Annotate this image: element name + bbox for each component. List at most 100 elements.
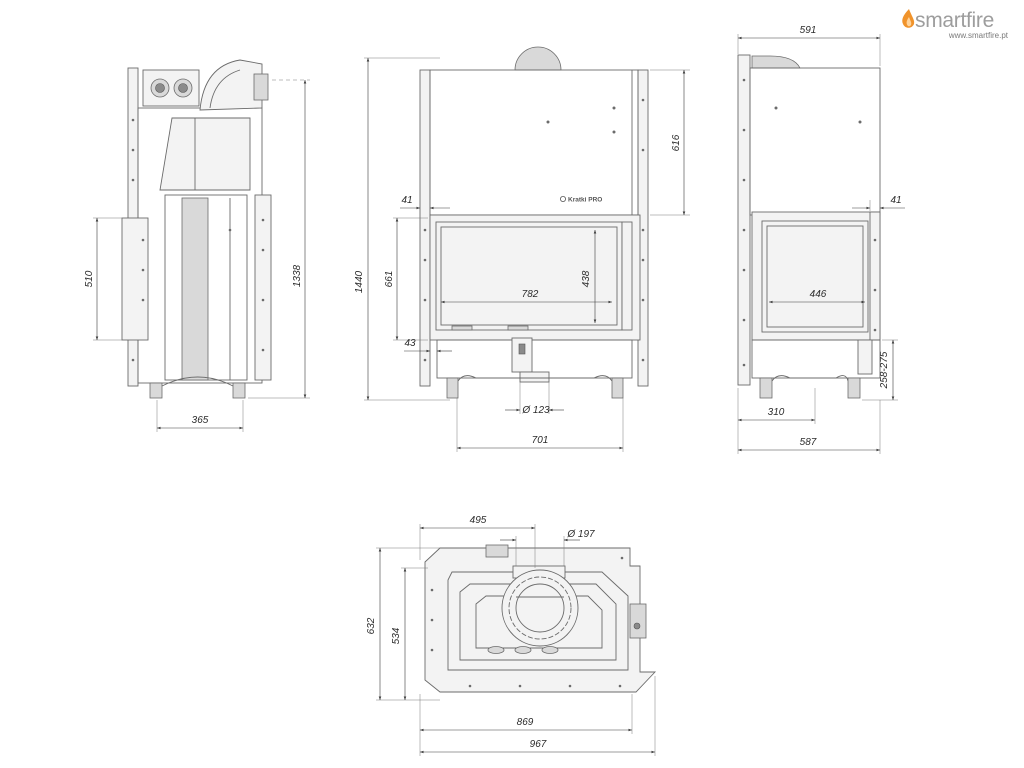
dim-top-total-depth-label: 632 bbox=[366, 617, 377, 634]
side-curved-duct bbox=[199, 59, 263, 111]
top-air-inlet-1 bbox=[487, 646, 505, 654]
front-door-bottom-rail-2 bbox=[507, 325, 529, 331]
flame-inner-icon bbox=[906, 17, 912, 27]
dim-side-box-label: 510 bbox=[84, 270, 95, 287]
dim-front-frame-top: 41 bbox=[400, 195, 450, 214]
side-bottom-arch bbox=[161, 376, 234, 387]
dim-front-flue: Ø 123 bbox=[505, 382, 564, 416]
dim-top-flue-offset-label: 495 bbox=[470, 515, 487, 526]
dim-top-total-depth: 632 bbox=[366, 547, 440, 701]
side-leg-front bbox=[149, 382, 163, 399]
right-door-frame bbox=[751, 211, 881, 341]
dim-top-inner-depth-label: 534 bbox=[391, 627, 402, 644]
front-left-rail bbox=[419, 69, 431, 387]
side-channel-inner bbox=[181, 197, 209, 381]
dim-front-frame-top-label: 41 bbox=[401, 195, 412, 206]
dim-front-glass-height: 438 bbox=[581, 230, 597, 323]
top-firebox-floor bbox=[475, 595, 603, 649]
front-screw-1 bbox=[612, 106, 616, 110]
front-rivets bbox=[423, 98, 645, 362]
dim-front-width-label: 701 bbox=[532, 435, 549, 446]
brand-logo: smartfire www.smartfire.pt bbox=[902, 9, 1009, 40]
dim-side-height: 1338 bbox=[248, 79, 310, 399]
top-firebox-inner bbox=[459, 583, 617, 661]
brand-name: smartfire bbox=[915, 9, 994, 32]
dim-right-leg-height-label: 258-275 bbox=[879, 351, 890, 389]
dim-front-height-label: 1440 bbox=[354, 270, 365, 293]
side-right-panel bbox=[254, 194, 272, 381]
dim-front-glass-height-label: 438 bbox=[581, 270, 592, 287]
side-rivets bbox=[131, 118, 265, 362]
right-rivets bbox=[742, 78, 877, 367]
dim-right-glass-width: 446 bbox=[769, 289, 865, 304]
top-firebox-outer bbox=[447, 571, 629, 671]
right-leg-right bbox=[847, 377, 861, 399]
front-view: Kratki PRO bbox=[419, 46, 649, 399]
dim-side-box: 510 bbox=[84, 217, 122, 341]
top-rivets bbox=[430, 556, 624, 688]
dim-top-total-width-label: 967 bbox=[530, 739, 547, 750]
front-base-arch bbox=[457, 375, 613, 382]
dim-right-bottom-width-label: 587 bbox=[800, 437, 817, 448]
right-leg-left bbox=[759, 377, 773, 399]
top-flue-ring-inner bbox=[515, 583, 565, 633]
front-flue-inlet bbox=[519, 371, 550, 383]
right-side-rail bbox=[869, 211, 881, 341]
right-glass-outer bbox=[761, 220, 869, 333]
dim-side-legs-label: 365 bbox=[192, 415, 209, 426]
front-leg-left bbox=[446, 377, 459, 399]
right-screw-1 bbox=[774, 106, 778, 110]
right-base-arch bbox=[771, 375, 849, 382]
right-glass-inner bbox=[766, 225, 864, 328]
dim-right-leg-offset: 310 bbox=[737, 388, 816, 424]
right-top-box bbox=[749, 67, 881, 216]
side-box bbox=[121, 217, 149, 341]
dim-front-top-box-label: 616 bbox=[671, 134, 682, 151]
dim-front-flue-label: Ø 123 bbox=[521, 405, 550, 416]
product-logo: Kratki PRO bbox=[560, 195, 602, 204]
front-air-control bbox=[511, 337, 533, 373]
dim-right-leg-offset-label: 310 bbox=[768, 407, 785, 418]
product-logo-icon bbox=[560, 195, 567, 202]
side-view bbox=[121, 59, 272, 399]
front-air-control-knob bbox=[518, 343, 526, 355]
front-flue-collar bbox=[514, 46, 562, 71]
front-top-box bbox=[429, 69, 639, 216]
dim-front-frame-bottom: 43 bbox=[404, 338, 452, 356]
front-screw-3 bbox=[546, 120, 550, 124]
dim-right-frame-side: 41 bbox=[852, 195, 905, 211]
front-door-handle-strip bbox=[621, 221, 633, 331]
right-left-rail bbox=[737, 54, 751, 386]
side-heat-exchanger bbox=[159, 117, 251, 191]
dim-front-top-box: 616 bbox=[650, 69, 690, 216]
right-view bbox=[737, 54, 881, 399]
brand-url: www.smartfire.pt bbox=[948, 31, 1009, 40]
front-glass-inner bbox=[440, 226, 618, 326]
dim-right-frame-side-label: 41 bbox=[890, 195, 901, 206]
top-door-handle-pivot bbox=[633, 622, 641, 630]
front-leg-right bbox=[611, 377, 624, 399]
right-flue-collar bbox=[751, 55, 801, 69]
side-top-bracket bbox=[253, 73, 269, 101]
right-screw-2 bbox=[858, 120, 862, 124]
dim-right-top-width-label: 591 bbox=[800, 25, 817, 36]
side-leg-back bbox=[232, 382, 246, 399]
right-base-bracket bbox=[857, 339, 873, 375]
dim-top-inner-depth: 534 bbox=[391, 567, 428, 700]
dim-side-height-label: 1338 bbox=[292, 264, 303, 287]
dim-top-inner-width-label: 869 bbox=[517, 717, 534, 728]
top-flue-ring-outer bbox=[501, 569, 579, 647]
dim-top-inner-width: 869 bbox=[419, 694, 633, 756]
dim-right-top-width: 591 bbox=[737, 25, 881, 66]
dim-front-door-label: 661 bbox=[384, 271, 395, 288]
dim-front-width: 701 bbox=[456, 398, 624, 452]
top-door-handle bbox=[629, 603, 647, 639]
dim-front-glass-width: 782 bbox=[441, 289, 612, 304]
top-air-inlet-2 bbox=[514, 646, 532, 654]
product-logo-text: Kratki PRO bbox=[568, 197, 602, 204]
duct-circle-left-inner bbox=[155, 83, 165, 93]
side-curved-duct-detail bbox=[209, 69, 241, 109]
dim-front-frame-bottom-label: 43 bbox=[404, 338, 416, 349]
dim-front-height: 1440 bbox=[354, 57, 450, 401]
